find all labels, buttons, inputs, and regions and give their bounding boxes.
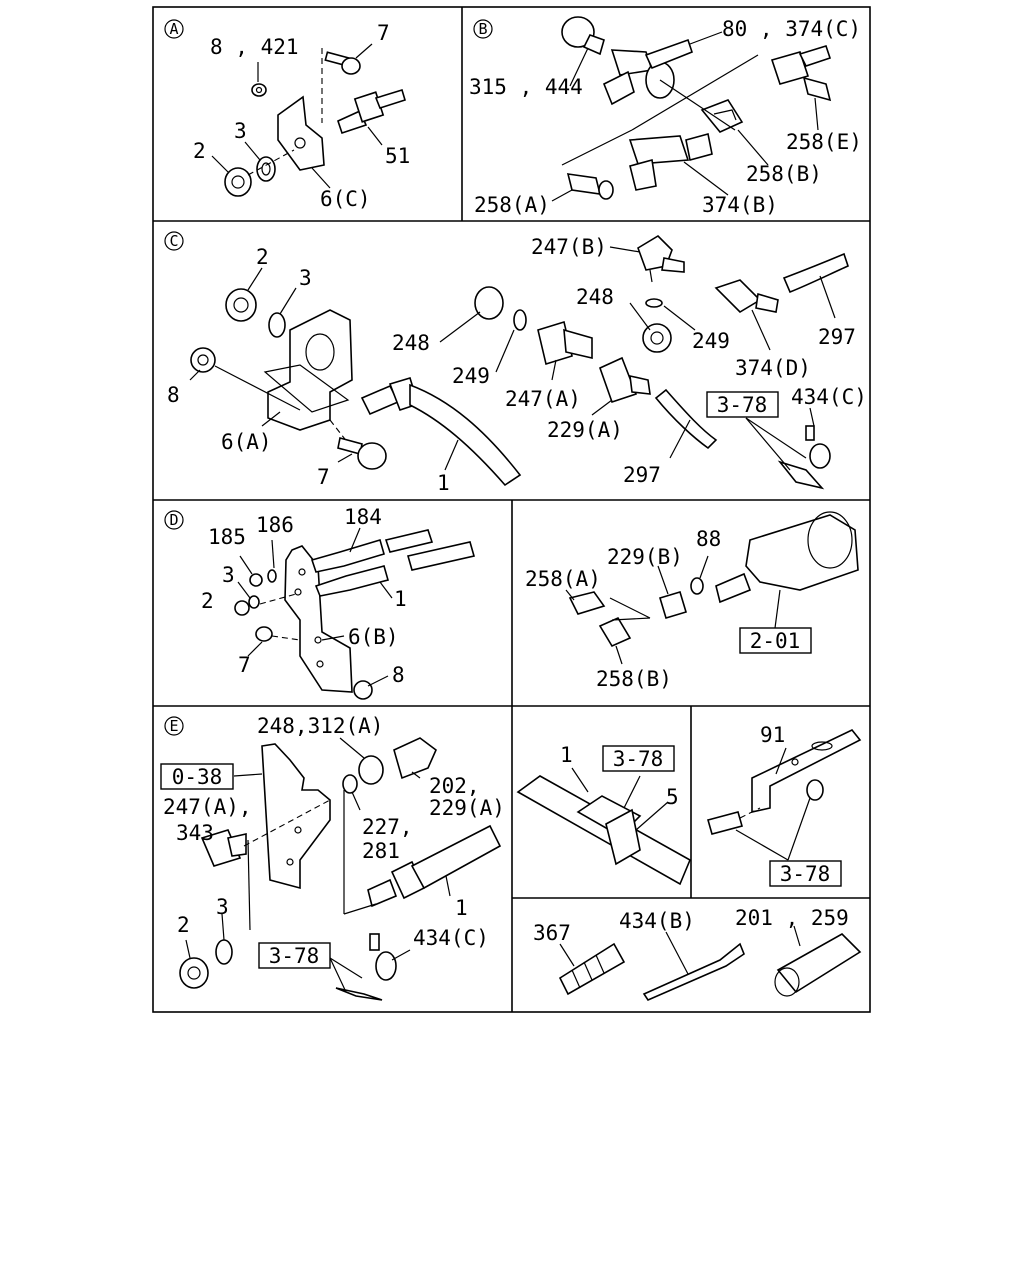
label-h-367: 367	[533, 921, 571, 945]
label-d-2: 2	[201, 589, 214, 613]
section-marker-d: D	[164, 510, 184, 530]
label-d-7: 7	[238, 653, 251, 677]
label-e-1: 1	[455, 896, 468, 920]
label-e-343: 343	[176, 821, 214, 845]
label-f-1: 1	[560, 743, 573, 767]
section-marker-c: C	[164, 231, 184, 251]
label-e-202: 202,	[429, 774, 480, 798]
label-d-185: 185	[208, 525, 246, 549]
ref-box-e-378	[258, 942, 331, 969]
label-c-297a: 297	[818, 325, 856, 349]
label-d2-201: 2-01	[750, 629, 801, 653]
label-b-258b: 258(B)	[746, 162, 822, 186]
label-e-2: 2	[177, 913, 190, 937]
section-c-label: C	[169, 232, 178, 250]
label-a-51: 51	[385, 144, 410, 168]
label-e-227: 227,	[362, 815, 413, 839]
ref-box-g-378	[769, 860, 842, 887]
section-e-drawing	[179, 737, 502, 1001]
section-d-drawing	[234, 527, 476, 700]
label-c-1: 1	[437, 471, 450, 495]
label-e-229a: 229(A)	[429, 796, 505, 820]
ref-box-c-378	[706, 391, 779, 418]
label-a-8-421: 8 , 421	[210, 35, 299, 59]
label-e-434c: 434(C)	[413, 926, 489, 950]
label-f-5: 5	[666, 785, 679, 809]
label-e-247a: 247(A),	[163, 795, 252, 819]
section-marker-b: B	[473, 19, 493, 39]
label-d-1: 1	[394, 587, 407, 611]
label-b-315-444: 315 , 444	[469, 75, 583, 99]
label-d2-258a: 258(A)	[525, 567, 601, 591]
label-c-7: 7	[317, 465, 330, 489]
label-f-378: 3-78	[613, 747, 664, 771]
label-c-247b: 247(B)	[531, 235, 607, 259]
label-d2-88: 88	[696, 527, 721, 551]
label-c-249a: 249	[692, 329, 730, 353]
section-f-drawing	[516, 767, 692, 886]
label-d2-258b: 258(B)	[596, 667, 672, 691]
label-c-434c: 434(C)	[791, 385, 867, 409]
label-c-229a: 229(A)	[547, 418, 623, 442]
label-a-3: 3	[234, 119, 247, 143]
label-h-434b: 434(B)	[619, 909, 695, 933]
section-c-drawing	[189, 234, 849, 490]
label-c-378: 3-78	[717, 393, 768, 417]
label-d-3: 3	[222, 563, 235, 587]
label-e-281: 281	[362, 839, 400, 863]
label-c-6a: 6(A)	[221, 430, 272, 454]
ref-box-f-378	[602, 745, 675, 772]
label-c-374d: 374(D)	[735, 356, 811, 380]
label-g-91: 91	[760, 723, 785, 747]
label-c-248b: 248	[576, 285, 614, 309]
label-c-3: 3	[299, 266, 312, 290]
label-a-6c: 6(C)	[320, 187, 371, 211]
label-c-249b: 249	[452, 364, 490, 388]
label-b-80-374c: 80 , 374(C)	[722, 17, 861, 41]
label-b-258a: 258(A)	[474, 193, 550, 217]
label-b-258e: 258(E)	[786, 130, 862, 154]
section-d-label: D	[169, 511, 178, 529]
label-e-248-312a: 248,312(A)	[257, 714, 383, 738]
ref-box-d2-201	[739, 627, 812, 654]
section-a-label: A	[169, 20, 178, 38]
label-b-374b: 374(B)	[702, 193, 778, 217]
label-a-7: 7	[377, 21, 390, 45]
section-d2-drawing	[565, 511, 859, 665]
label-c-248a: 248	[392, 331, 430, 355]
label-c-8: 8	[167, 383, 180, 407]
label-g-378: 3-78	[780, 862, 831, 886]
section-h-drawing	[558, 925, 862, 1002]
label-d-186: 186	[256, 513, 294, 537]
label-h-201-259: 201 , 259	[735, 906, 849, 930]
section-g-drawing	[707, 729, 862, 861]
label-d-8: 8	[392, 663, 405, 687]
section-marker-a: A	[164, 19, 184, 39]
section-marker-e: E	[164, 716, 184, 736]
section-b-label: B	[478, 20, 487, 38]
label-c-297b: 297	[623, 463, 661, 487]
label-d-184: 184	[344, 505, 382, 529]
label-c-2: 2	[256, 245, 269, 269]
label-d-6b: 6(B)	[348, 625, 399, 649]
section-e-label: E	[169, 717, 178, 735]
label-e-038: 0-38	[172, 765, 223, 789]
section-a-drawing	[211, 43, 406, 197]
section-b-drawing	[551, 16, 832, 202]
diagram-frame	[152, 6, 871, 1013]
label-a-2: 2	[193, 139, 206, 163]
label-e-378: 3-78	[269, 944, 320, 968]
ref-box-e-038	[160, 763, 234, 790]
label-d2-229b: 229(B)	[607, 545, 683, 569]
label-c-247a: 247(A)	[505, 387, 581, 411]
label-e-3: 3	[216, 895, 229, 919]
